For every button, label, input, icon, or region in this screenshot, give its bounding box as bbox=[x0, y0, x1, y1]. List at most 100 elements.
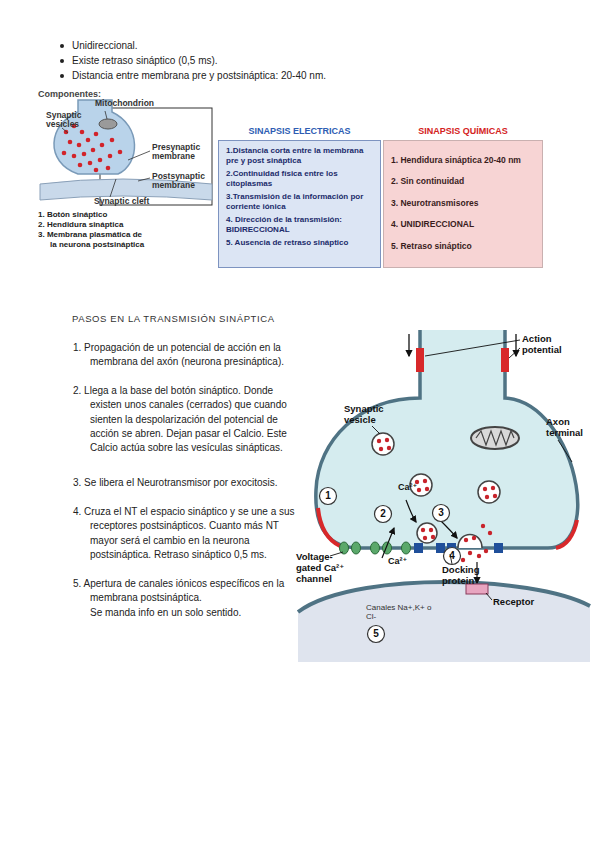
nt-dot bbox=[472, 536, 476, 540]
part-label: Synaptic vesicle bbox=[344, 403, 400, 425]
process-arrow bbox=[406, 500, 416, 522]
vesicle bbox=[80, 130, 85, 135]
leader-line bbox=[138, 178, 150, 181]
nt-dot bbox=[377, 439, 381, 443]
section-heading: PASOS EN LA TRANSMISIÓN SINÁPTICA bbox=[72, 313, 332, 324]
nt-dot bbox=[468, 551, 472, 555]
bullet bbox=[60, 44, 64, 48]
callout-circle bbox=[444, 548, 461, 565]
nt-dot bbox=[423, 536, 427, 540]
depolarized-segment bbox=[416, 348, 424, 372]
part-label: Voltage-gated Ca²⁺ channel bbox=[296, 551, 354, 584]
nt-dot bbox=[431, 535, 435, 539]
part-label: Canales Na+,K+ o Cl- bbox=[366, 603, 438, 621]
leader-line bbox=[509, 348, 520, 358]
part-label: Mitochondrion bbox=[95, 99, 175, 108]
postsynaptic-membrane bbox=[298, 582, 590, 612]
transmission-illustration bbox=[298, 330, 590, 662]
column-heading: SINAPSIS ELECTRICAS bbox=[218, 124, 381, 140]
vesicle bbox=[372, 433, 394, 455]
step-item: 5. Apertura de canales iónicos específic… bbox=[73, 577, 306, 606]
callout-number: 3 bbox=[433, 505, 449, 521]
postsynaptic-neuron bbox=[298, 582, 590, 662]
process-arrow bbox=[440, 520, 457, 538]
nt-dot bbox=[417, 488, 421, 492]
callout-number: 2 bbox=[375, 506, 391, 522]
channel-subunit bbox=[402, 542, 411, 554]
table-cell: 2.Continuidad física entre los citoplasm… bbox=[226, 169, 373, 189]
vesicle bbox=[106, 166, 111, 171]
channel-subunit bbox=[371, 542, 380, 554]
vesicle bbox=[78, 163, 83, 168]
part-label: Axon terminal bbox=[546, 416, 592, 438]
callout-number: 4 bbox=[444, 548, 460, 564]
nt-dot bbox=[425, 487, 429, 491]
callout-circle bbox=[368, 626, 385, 643]
vesicle bbox=[417, 523, 437, 543]
leader-line bbox=[128, 151, 150, 160]
leader-line bbox=[558, 440, 572, 462]
nt-dot bbox=[485, 495, 489, 499]
vesicle bbox=[68, 140, 73, 145]
callout-circle bbox=[433, 505, 450, 522]
axon-terminal bbox=[316, 330, 578, 548]
docking-protein bbox=[494, 543, 503, 553]
nt-dot bbox=[481, 524, 485, 528]
vesicle bbox=[94, 132, 99, 137]
part-label: Presynaptic membrane bbox=[152, 143, 212, 161]
channel-subunit bbox=[352, 542, 361, 554]
vesicle bbox=[72, 154, 77, 159]
figure-heading: Componentes: bbox=[38, 89, 138, 99]
docking-protein bbox=[414, 543, 423, 553]
vesicle bbox=[94, 168, 99, 173]
part-label: Synaptic vesicles bbox=[46, 111, 90, 129]
bullet bbox=[60, 74, 64, 78]
table-cell: 5. Ausencia de retraso sináptico bbox=[226, 238, 373, 248]
vesicle bbox=[118, 150, 123, 155]
depolarized-segment bbox=[318, 508, 340, 546]
leader-line bbox=[110, 179, 116, 197]
table-cell: 3.Transmisión de la información por corr… bbox=[226, 192, 373, 212]
leader-line bbox=[105, 111, 107, 119]
calcium-channels bbox=[340, 542, 411, 554]
part-label: Docking protein bbox=[442, 564, 494, 586]
table-cell: 3. Neurotransmisores bbox=[391, 198, 535, 208]
vesicle bbox=[110, 138, 115, 143]
nt-dot bbox=[484, 549, 488, 553]
docking-protein bbox=[436, 543, 445, 553]
legend-item: 3. Membrana plasmática de la neurona pos… bbox=[38, 230, 146, 250]
vesicle bbox=[478, 481, 500, 503]
mitochondrion bbox=[99, 119, 117, 129]
table-cell: 1. Hendidura sináptica 20-40 nm bbox=[391, 155, 535, 165]
neurotransmitter-dots bbox=[377, 438, 497, 562]
part-label: Synaptic cleft bbox=[94, 197, 174, 206]
depolarized-segment bbox=[501, 348, 509, 372]
vesicle bbox=[98, 158, 103, 163]
vesicle bbox=[100, 143, 105, 148]
vesicle bbox=[91, 148, 96, 153]
legend-item: 2. Hendidura sináptica bbox=[38, 220, 208, 230]
fusing-vesicle bbox=[458, 535, 482, 549]
nt-dot bbox=[477, 554, 481, 558]
synapse-sketch bbox=[40, 100, 212, 205]
nt-dot bbox=[387, 446, 391, 450]
vesicle bbox=[82, 152, 87, 157]
vesicle bbox=[86, 138, 91, 143]
vesicle bbox=[62, 151, 67, 156]
leader-lines bbox=[330, 340, 572, 600]
part-label: Postsynaptic membrane bbox=[152, 172, 212, 190]
step-item: 1. Propagación de un potencial de acción… bbox=[73, 341, 306, 370]
step-item: 4. Cruza el NT el espacio sináptico y se… bbox=[73, 505, 306, 562]
nt-dot bbox=[488, 531, 492, 535]
table-cell: 5. Retraso sináptico bbox=[391, 241, 535, 251]
mitochondrion bbox=[471, 427, 519, 449]
table-cell: 4. Dirección de la transmisión: BIDIRECC… bbox=[226, 215, 373, 235]
step-item: 3. Se libera el Neurotransmisor por exoc… bbox=[73, 476, 306, 490]
legend-item: 1. Botón sináptico bbox=[38, 210, 208, 220]
nt-dot bbox=[379, 447, 383, 451]
calcium-arrow bbox=[382, 528, 394, 558]
mitochondrion-cristae bbox=[476, 431, 514, 445]
table-cell: 2. Sin continuidad bbox=[391, 176, 535, 186]
leader-line bbox=[372, 426, 380, 434]
bullet-text: Unidireccional. bbox=[72, 39, 552, 52]
